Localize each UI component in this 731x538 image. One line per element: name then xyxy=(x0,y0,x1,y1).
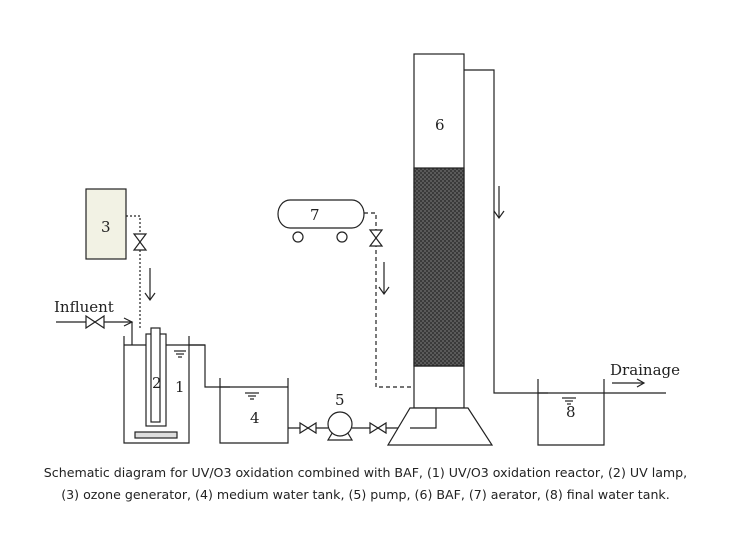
pump xyxy=(326,411,354,441)
caption-line-2: (3) ozone generator, (4) medium water ta… xyxy=(61,487,670,502)
final-tank-water-level xyxy=(562,397,576,405)
label-baf: 6 xyxy=(435,116,445,134)
ozone-line xyxy=(126,215,141,330)
label-final-tank: 8 xyxy=(566,403,576,421)
aerator xyxy=(277,199,365,243)
baf-media xyxy=(413,167,465,367)
baf-base xyxy=(386,407,494,446)
label-aerator: 7 xyxy=(310,206,320,224)
label-medium-tank: 4 xyxy=(250,409,260,427)
uv-o3-reactor xyxy=(123,336,190,444)
air-line xyxy=(364,212,421,408)
suction-valve xyxy=(299,421,317,435)
label-influent: Influent xyxy=(54,298,114,316)
process-schematic: 3 2 1 4 5 7 6 8 Influent Drainage xyxy=(54,53,680,446)
figure-caption: Schematic diagram for UV/O3 oxidation co… xyxy=(0,462,731,506)
ozone-valve xyxy=(132,233,148,251)
caption-line-1: Schematic diagram for UV/O3 oxidation co… xyxy=(43,465,688,480)
drainage-arrow xyxy=(612,378,646,388)
uv-lamp xyxy=(150,327,161,423)
baf-inlet-pipe xyxy=(410,408,437,429)
reactor-diffuser xyxy=(134,431,178,439)
label-ozone-generator: 3 xyxy=(101,218,111,236)
air-flow-arrow xyxy=(378,262,390,296)
reactor-outlet-pipe xyxy=(189,344,230,388)
medium-water-tank xyxy=(219,378,289,444)
ozone-flow-arrow xyxy=(144,268,156,302)
label-uv-lamp: 2 xyxy=(152,374,162,392)
discharge-valve xyxy=(369,421,387,435)
baf-outlet-pipe xyxy=(464,69,548,394)
medium-tank-water-level xyxy=(245,392,259,400)
label-drainage: Drainage xyxy=(610,361,680,379)
baf-outlet-arrow xyxy=(493,186,505,220)
ozone-generator xyxy=(85,188,127,260)
reactor-water-level xyxy=(174,350,186,358)
influent-valve xyxy=(85,314,105,330)
final-water-tank xyxy=(537,379,605,446)
label-pump: 5 xyxy=(335,391,345,409)
label-reactor: 1 xyxy=(175,378,185,396)
air-valve xyxy=(368,229,384,247)
